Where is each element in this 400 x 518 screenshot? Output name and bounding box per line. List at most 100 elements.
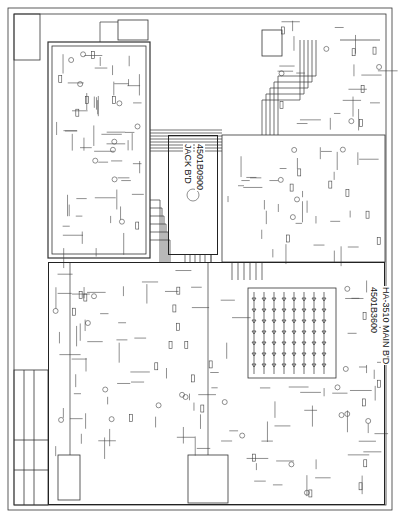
transistor-symbol	[103, 387, 108, 392]
trace	[306, 475, 307, 496]
trace	[241, 156, 242, 177]
trace	[260, 387, 270, 388]
led-symbol	[322, 342, 326, 345]
resistor-symbol	[377, 380, 380, 387]
led-symbol	[282, 342, 286, 345]
trace	[112, 65, 113, 75]
trace	[197, 448, 211, 449]
wire	[150, 224, 166, 262]
trace	[123, 233, 124, 255]
transistor-symbol	[183, 395, 188, 400]
trace	[63, 235, 83, 236]
trace	[195, 436, 196, 455]
trace	[335, 27, 344, 28]
led-symbol	[302, 331, 306, 334]
trace	[72, 134, 73, 151]
trace	[83, 138, 84, 151]
wire	[195, 255, 196, 262]
led-symbol	[302, 298, 306, 301]
led-symbol	[292, 364, 296, 367]
trace	[256, 463, 257, 470]
trace	[241, 180, 249, 181]
wire	[150, 130, 222, 131]
board-number: HA-3510 MAIN B'D	[381, 286, 391, 365]
trace	[189, 394, 190, 401]
led-symbol	[322, 320, 326, 323]
trace	[87, 341, 102, 342]
trace	[56, 122, 57, 135]
led-symbol	[302, 353, 306, 356]
led-symbol	[272, 364, 276, 367]
main-board: 4501B3600HA-3510 MAIN B'D	[48, 262, 385, 505]
led-symbol	[322, 309, 326, 312]
trace	[116, 339, 127, 340]
trace	[228, 196, 229, 202]
trace	[272, 249, 273, 257]
resistor-symbol	[79, 291, 82, 298]
trace	[95, 68, 108, 69]
trace	[133, 163, 142, 164]
trace	[98, 96, 99, 116]
transistor-symbol	[156, 403, 161, 408]
trace	[226, 343, 227, 359]
trace	[348, 454, 369, 455]
trace	[134, 338, 146, 339]
trace	[211, 387, 217, 388]
wire	[262, 40, 300, 135]
trace	[221, 440, 232, 441]
trace	[111, 160, 122, 161]
trace	[273, 484, 283, 485]
led-array	[248, 288, 336, 378]
transistor-symbol	[78, 82, 83, 87]
trace	[125, 132, 134, 133]
trace	[117, 383, 130, 384]
trace	[229, 430, 238, 431]
trace	[63, 226, 70, 227]
wire	[100, 22, 118, 42]
trace	[261, 441, 272, 442]
led-symbol	[312, 353, 316, 356]
trace	[191, 287, 202, 288]
trace	[193, 403, 194, 411]
amp-board-outline	[48, 42, 150, 258]
trace	[98, 440, 116, 441]
led-symbol	[262, 320, 266, 323]
transistor-symbol	[92, 294, 97, 299]
trace	[280, 168, 287, 169]
trace	[139, 161, 140, 173]
trace	[118, 322, 126, 323]
led-symbol	[312, 320, 316, 323]
trace	[302, 201, 303, 222]
trace	[118, 177, 130, 178]
trace	[210, 372, 218, 373]
trace	[72, 359, 87, 360]
resistor-symbol	[76, 109, 79, 116]
trace	[82, 232, 83, 244]
resistor-symbol	[173, 305, 176, 312]
led-symbol	[262, 298, 266, 301]
resistor-symbol	[136, 222, 139, 229]
trace	[85, 320, 86, 331]
trace	[330, 118, 331, 130]
trace	[139, 74, 140, 95]
wire	[266, 40, 304, 135]
trace	[300, 392, 321, 393]
led-symbol	[292, 298, 296, 301]
resistor-symbol	[209, 361, 212, 368]
led-symbol	[282, 331, 286, 334]
resistor-symbol	[176, 323, 179, 330]
trace	[100, 57, 101, 66]
trace	[355, 35, 356, 54]
trace	[55, 287, 56, 309]
led-symbol	[302, 309, 306, 312]
wire	[150, 232, 168, 262]
led-symbol	[292, 331, 296, 334]
trace	[359, 441, 376, 442]
trace	[175, 270, 191, 271]
resistor-symbol	[362, 399, 365, 406]
wire	[150, 200, 160, 262]
trace	[132, 133, 133, 150]
led-symbol	[252, 364, 256, 367]
resistor-symbol	[201, 405, 204, 412]
